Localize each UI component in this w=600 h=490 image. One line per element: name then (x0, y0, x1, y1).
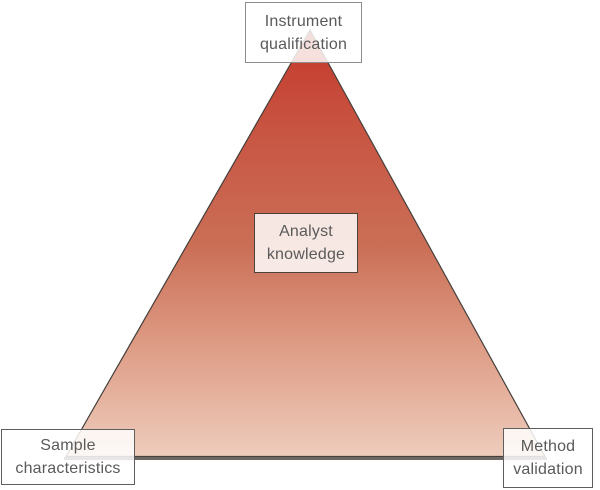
node-analyst-knowledge: Analyst knowledge (254, 213, 358, 273)
node-method-validation: Method validation (503, 428, 593, 488)
node-instrument-qualification: Instrument qualification (245, 2, 362, 63)
node-method-validation-label: Method validation (513, 438, 583, 478)
node-analyst-knowledge-label: Analyst knowledge (266, 223, 346, 263)
node-sample-characteristics-label: Sample characteristics (15, 437, 121, 477)
node-instrument-qualification-label: Instrument qualification (259, 12, 348, 53)
node-sample-characteristics: Sample characteristics (1, 429, 135, 485)
